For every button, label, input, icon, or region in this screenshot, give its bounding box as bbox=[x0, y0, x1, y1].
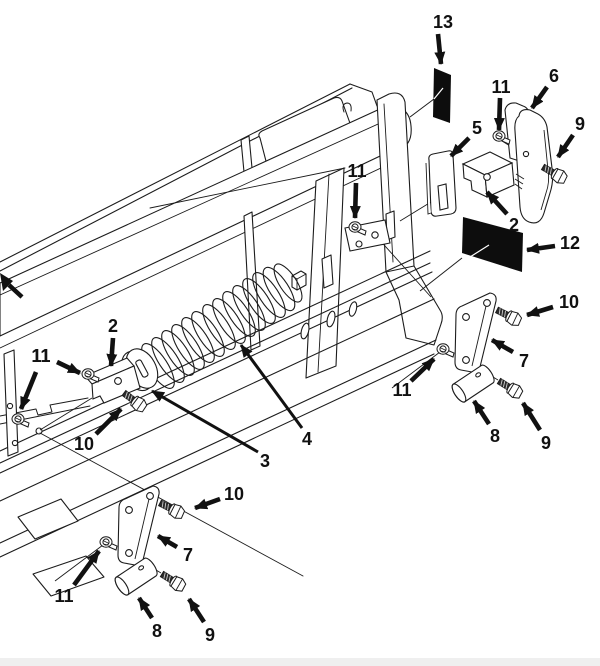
callout-4-arrow bbox=[239, 344, 304, 429]
edge-arrow-fragment bbox=[0, 273, 24, 299]
callout-2-arrow bbox=[106, 337, 118, 367]
callout-11-arrow bbox=[409, 357, 436, 383]
callout-5-arrow bbox=[449, 136, 471, 158]
callout-11-label: 11 bbox=[31, 346, 50, 366]
callout-11-arrow bbox=[493, 97, 505, 131]
callout-11-label: 11 bbox=[347, 161, 366, 181]
callout-8-label: 8 bbox=[490, 426, 500, 446]
callout-11-label: 11 bbox=[31, 346, 50, 366]
callout-2-label: 2 bbox=[509, 215, 519, 235]
callout-2-arrow bbox=[485, 190, 509, 216]
part-13-decal bbox=[409, 68, 451, 123]
part-12-decal bbox=[419, 217, 523, 292]
loader-frame bbox=[0, 83, 443, 597]
callout-7-arrow bbox=[490, 338, 515, 354]
center-latch-assembly bbox=[344, 219, 432, 298]
callout-9-arrow bbox=[187, 597, 206, 624]
callout-11-arrow bbox=[72, 549, 101, 587]
callout-11-arrow bbox=[349, 182, 361, 219]
part-2-bracket-right bbox=[461, 151, 515, 198]
callout-9-arrow bbox=[556, 133, 575, 159]
callout-11-arrow bbox=[56, 359, 81, 376]
part-5-plate bbox=[425, 150, 457, 217]
left-latch-assembly bbox=[11, 357, 150, 431]
callout-11-label: 11 bbox=[392, 380, 411, 400]
callout-12-label: 12 bbox=[560, 233, 580, 253]
callout-8-arrow bbox=[472, 399, 491, 426]
callout-3-label: 3 bbox=[260, 451, 270, 471]
callout-2-label: 2 bbox=[108, 316, 118, 336]
callout-6-label: 6 bbox=[549, 66, 559, 86]
callout-10-label: 10 bbox=[224, 484, 244, 504]
callout-10-label: 10 bbox=[559, 292, 579, 312]
callout-5-label: 5 bbox=[472, 118, 482, 138]
page-edge-band bbox=[0, 658, 600, 666]
callout-7-label: 7 bbox=[183, 545, 193, 565]
callout-11-label: 11 bbox=[54, 586, 73, 606]
callout-8-arrow bbox=[137, 596, 154, 620]
callout-7-label: 7 bbox=[519, 351, 529, 371]
part-4-spring bbox=[141, 263, 303, 389]
callout-9-label: 9 bbox=[541, 433, 551, 453]
callout-9-label: 9 bbox=[575, 114, 585, 134]
callout-11-arrow bbox=[18, 371, 39, 410]
callout-9-arrow bbox=[521, 401, 542, 432]
lever-assembly bbox=[399, 102, 570, 224]
callout-10-arrow bbox=[526, 304, 554, 318]
callout-8-label: 8 bbox=[152, 621, 162, 641]
callout-4-label: 4 bbox=[302, 429, 312, 449]
callout-9-label: 9 bbox=[205, 625, 215, 645]
callout-11-label: 11 bbox=[491, 77, 510, 97]
callout-6-arrow bbox=[530, 85, 549, 110]
part-6-lever bbox=[504, 102, 554, 224]
callout-10-label: 10 bbox=[74, 434, 94, 454]
callout-7-arrow bbox=[156, 534, 179, 549]
callout-10-arrow bbox=[94, 407, 123, 436]
callout-10-arrow bbox=[194, 496, 221, 511]
callout-13-arrow bbox=[434, 33, 446, 65]
callout-13-label: 13 bbox=[433, 12, 453, 32]
callout-3-arrow bbox=[151, 389, 259, 454]
callout-12-arrow bbox=[526, 242, 556, 254]
